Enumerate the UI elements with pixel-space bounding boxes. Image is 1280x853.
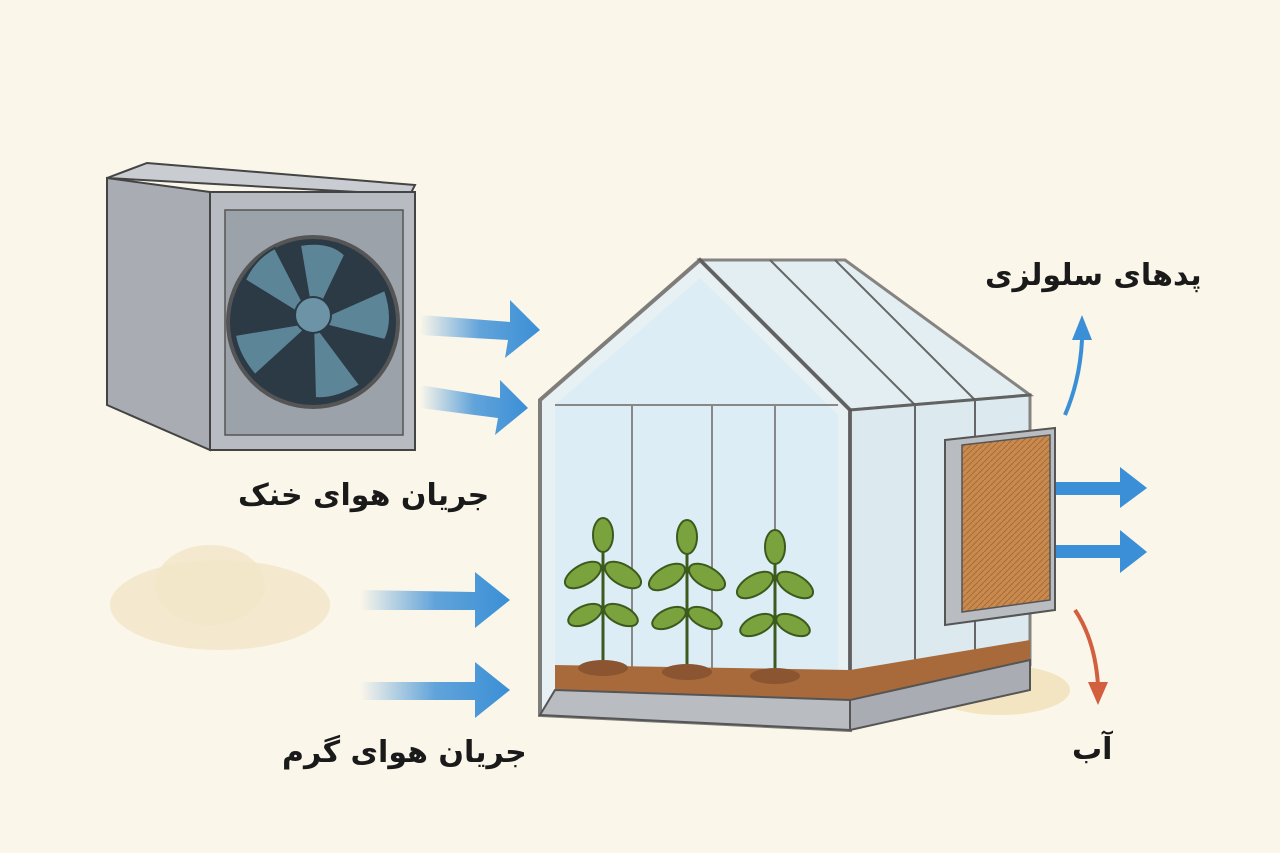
exhaust-airflow-arrows: [1050, 315, 1147, 573]
plants: [563, 517, 815, 684]
warm-cloud: [110, 545, 330, 650]
water-label: آب: [1072, 732, 1113, 767]
cool-airflow-label: جریان هوای خنک: [238, 478, 490, 513]
cellulose-pad: [944, 426, 1056, 627]
soil: [555, 640, 1030, 700]
plant: [563, 517, 643, 676]
water-arrow: [1073, 608, 1108, 705]
warm-airflow-label: جریان هوای گرم: [282, 735, 527, 770]
cool-airflow-arrows: [420, 300, 540, 435]
plant: [735, 529, 815, 684]
warm-airflow-arrows: [360, 572, 510, 718]
fan-unit: [106, 161, 417, 452]
cellulose-pads-label: پدهای سلولزی: [985, 258, 1202, 293]
plant: [647, 519, 727, 680]
